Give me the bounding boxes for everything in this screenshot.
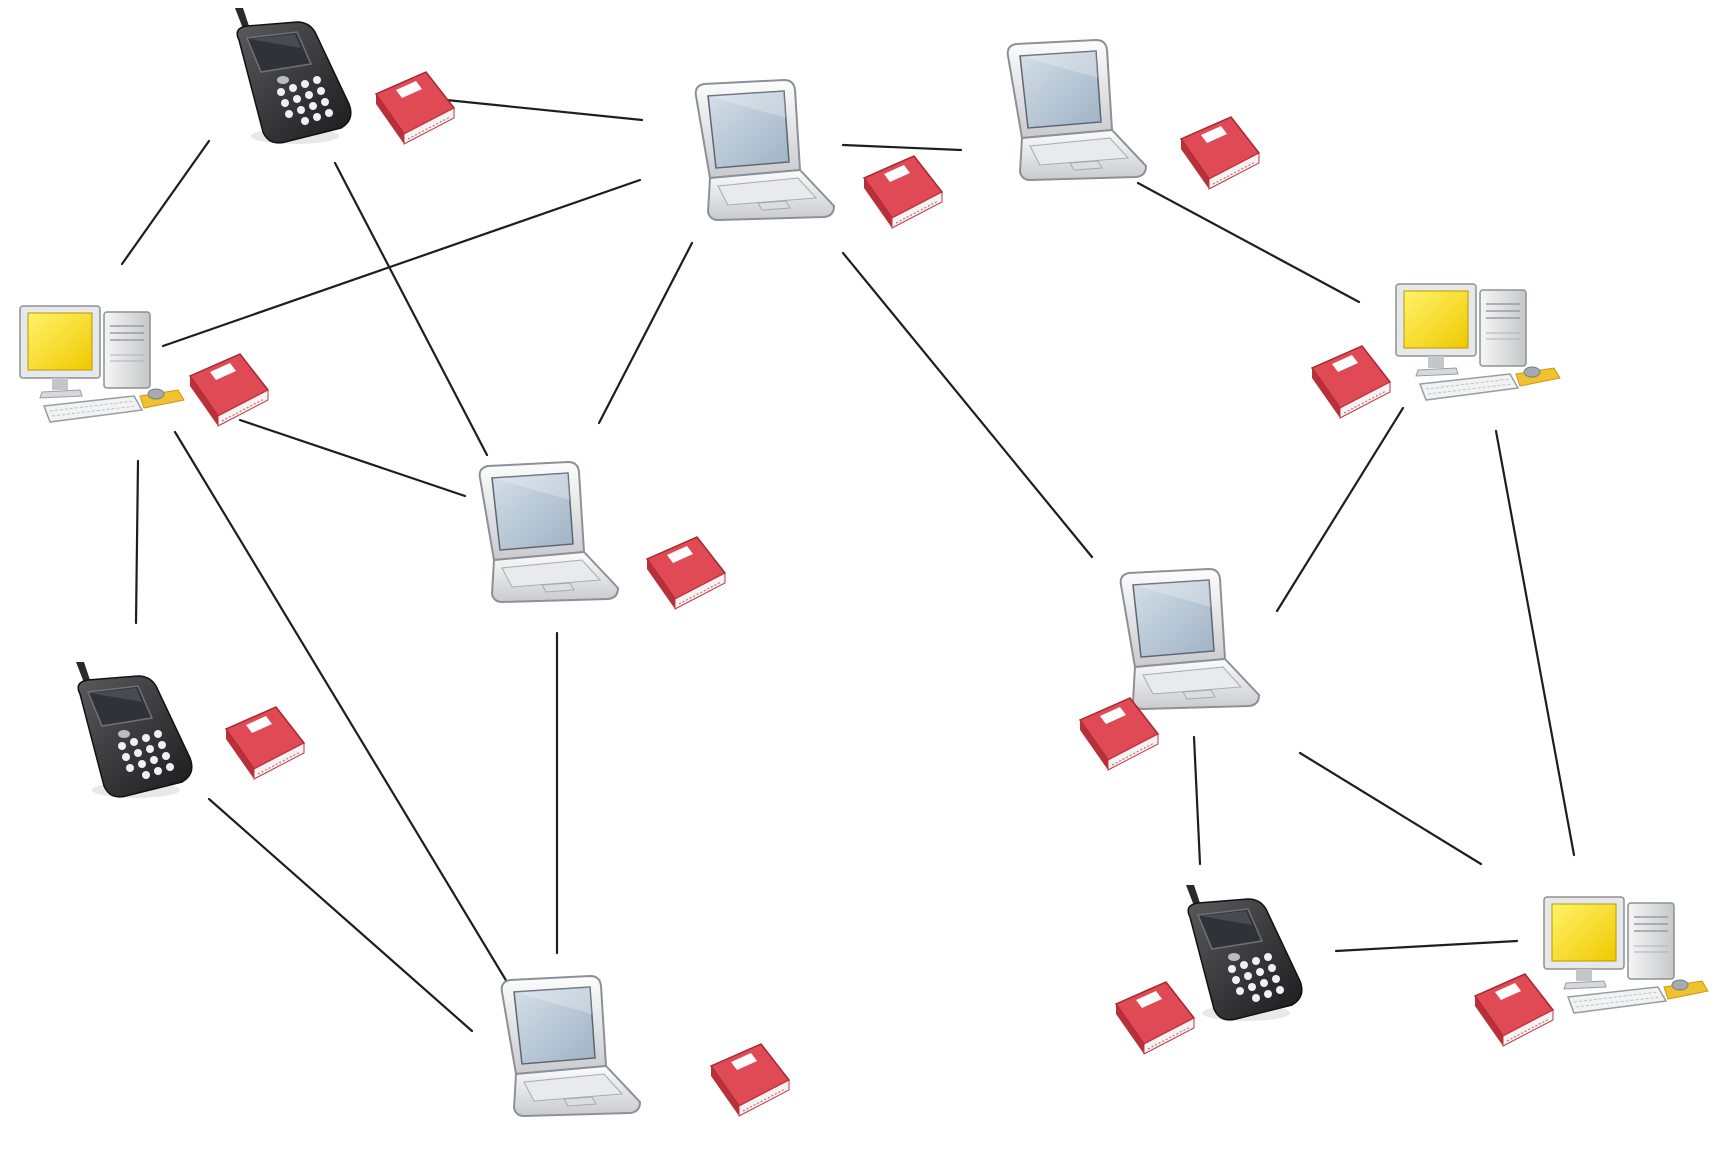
node-phone-bottomright [1115,884,1303,1055]
edge-desktop-left-phone-left [134,459,140,625]
edge-laptop-top-laptop-right [841,251,1094,559]
edge-desktop-right-laptop-right [1275,406,1405,613]
node-desktop-right [1311,283,1561,419]
book-icon [375,71,455,145]
node-phone-left [75,661,305,799]
smartphone-icon [1185,884,1303,1022]
node-laptop-bottom [500,975,790,1117]
edge-desktop-right-desktop-bottomright [1494,429,1576,857]
book-icon [225,706,305,780]
laptop-icon [1006,39,1147,181]
book-icon [1474,973,1554,1047]
node-desktop-bottomright [1474,896,1709,1047]
desktop-computer-icon [1543,896,1709,1014]
edge-laptop-top-laptop-topright [841,143,963,152]
edge-phone-left-laptop-bottom [207,797,474,1033]
book-icon [1115,981,1195,1055]
edges [120,94,1576,1033]
node-laptop-right [1079,568,1260,771]
edge-laptop-right-desktop-bottomright [1298,751,1483,866]
desktop-computer-icon [1395,283,1561,401]
smartphone-icon [234,7,352,145]
edge-laptop-right-phone-bottomright [1192,735,1202,866]
edge-laptop-top-desktop-left [161,178,642,348]
laptop-icon [1119,568,1260,710]
book-icon [710,1043,790,1117]
edge-desktop-left-laptop-bottom [173,430,509,984]
laptop-icon [500,975,641,1117]
book-icon [646,536,726,610]
edge-phone-top-laptop-center [333,161,489,457]
book-icon [189,353,269,427]
node-laptop-topright [1006,39,1260,190]
edge-laptop-top-laptop-center [597,241,694,425]
node-desktop-left [19,305,269,427]
node-phone-top [234,7,455,145]
laptop-icon [694,79,835,221]
edge-phone-bottomright-desktop-bottomright [1334,939,1519,953]
edge-laptop-topright-desktop-right [1136,181,1361,304]
nodes [19,7,1709,1117]
node-laptop-top [694,79,943,229]
desktop-computer-icon [19,305,185,423]
edge-desktop-left-laptop-center [238,418,467,498]
book-icon [1180,116,1260,190]
laptop-icon [478,461,619,603]
node-laptop-center [478,461,726,610]
edge-phone-top-desktop-left [120,139,211,266]
smartphone-icon [75,661,193,799]
book-icon [863,155,943,229]
book-icon [1311,345,1391,419]
